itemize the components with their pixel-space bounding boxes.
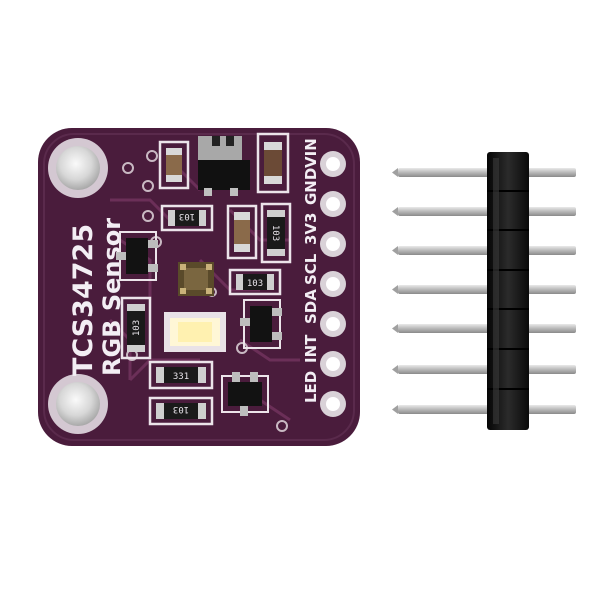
header-pin (392, 365, 576, 374)
mounting-hole-bottom (48, 374, 108, 434)
board-title-group: TCS34725 RGB Sensor (68, 218, 126, 376)
pin-pad-gnd (320, 191, 346, 217)
header-pin (392, 246, 576, 255)
pin-pad-led (320, 391, 346, 417)
resistor: 103 (260, 202, 292, 264)
header-pin (392, 285, 576, 294)
solder-pads (320, 151, 346, 417)
pin-label-int: INT (302, 334, 320, 363)
resistor-code: 103 (270, 225, 280, 241)
resistor-code: 103 (173, 404, 189, 414)
pin-pad-3v3 (320, 231, 346, 257)
pin-pad-int (320, 351, 346, 377)
capacitor (226, 204, 258, 260)
color-sensor-chip (178, 262, 214, 296)
resistor-code: 103 (247, 279, 263, 289)
capacitor (158, 140, 190, 190)
pin-label-gnd: GND (302, 168, 320, 205)
header-pin (392, 324, 576, 333)
resistor-code: 103 (179, 211, 195, 221)
resistor: 103 (228, 268, 282, 296)
resistor: 103 (148, 396, 214, 426)
pin-label-sda: SDA (302, 289, 320, 324)
pin-label-led: LED (302, 371, 320, 403)
header-pin (392, 405, 576, 414)
resistor: 331 (148, 360, 214, 390)
transistor (240, 299, 282, 349)
resistor-code: 331 (173, 372, 189, 382)
resistor-code: 103 (132, 320, 142, 336)
pin-label-vin: VIN (302, 138, 320, 168)
white-led (164, 312, 226, 352)
resistor: 103 (160, 204, 214, 232)
header-pins (392, 168, 576, 414)
header-plastic-block (487, 152, 529, 430)
transistor (116, 231, 158, 281)
board-title: TCS34725 (68, 224, 99, 376)
pin-pad-vin (320, 151, 346, 177)
pin-pad-scl (320, 271, 346, 297)
pin-label-scl: SCL (302, 253, 320, 285)
pin-labels: VIN GND 3V3 SCL SDA INT LED (302, 138, 320, 403)
header-pin (392, 207, 576, 216)
capacitor (256, 132, 290, 194)
mounting-hole-top (48, 138, 108, 198)
transistor (221, 372, 269, 416)
pin-pad-sda (320, 311, 346, 337)
sensor-board: TCS34725 RGB Sensor (38, 128, 360, 446)
voltage-regulator-chip (198, 136, 250, 196)
header-pin (392, 168, 576, 177)
resistor: 103 (120, 296, 152, 360)
pin-label-3v3: 3V3 (302, 213, 320, 245)
pin-header (392, 152, 576, 430)
